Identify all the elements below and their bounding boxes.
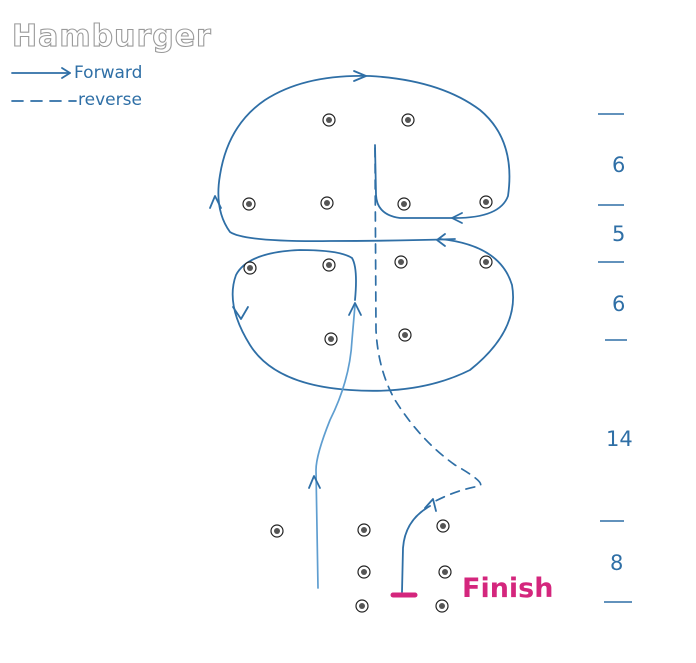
cone (435, 599, 449, 613)
arrowhead (436, 233, 446, 247)
cone (242, 197, 256, 211)
diagram-title: Hamburger (12, 19, 212, 54)
cone (324, 332, 338, 346)
reverse-path (374, 147, 482, 505)
bottom-bun-path (231, 238, 514, 392)
arrowhead (348, 302, 362, 316)
legend: Forward reverse (11, 63, 142, 110)
legend-forward-label: Forward (74, 63, 142, 83)
cone (401, 113, 415, 127)
distance-scale: 6 5 6 14 8 (598, 113, 633, 603)
finish-approach-path (401, 505, 431, 593)
entry-path (315, 304, 356, 589)
scale-label: 6 (612, 292, 625, 316)
cone (322, 258, 336, 272)
finish-label: Finish (462, 573, 553, 604)
cone (479, 255, 493, 269)
scale-label: 8 (610, 551, 623, 575)
arrowhead (424, 498, 437, 512)
arrowhead (232, 306, 249, 320)
top-bun-path (217, 74, 511, 242)
cone (322, 113, 336, 127)
cone (479, 195, 493, 209)
cone (398, 328, 412, 342)
cone (397, 197, 411, 211)
arrowhead (353, 70, 367, 82)
cone (394, 255, 408, 269)
scale-label: 6 (612, 153, 625, 177)
arrowhead (209, 195, 222, 209)
cone (438, 565, 452, 579)
legend-reverse-label: reverse (78, 90, 142, 110)
legend-forward-arrowhead (61, 67, 71, 79)
cone (270, 524, 284, 538)
cone (436, 519, 450, 533)
scale-label: 14 (606, 427, 633, 451)
scale-label: 5 (612, 222, 625, 246)
cone (357, 523, 371, 537)
arrowhead (308, 475, 321, 489)
cone (355, 599, 369, 613)
cone (243, 261, 257, 275)
cone (320, 196, 334, 210)
arrowhead (451, 212, 463, 224)
cones (242, 113, 493, 613)
cone (357, 565, 371, 579)
